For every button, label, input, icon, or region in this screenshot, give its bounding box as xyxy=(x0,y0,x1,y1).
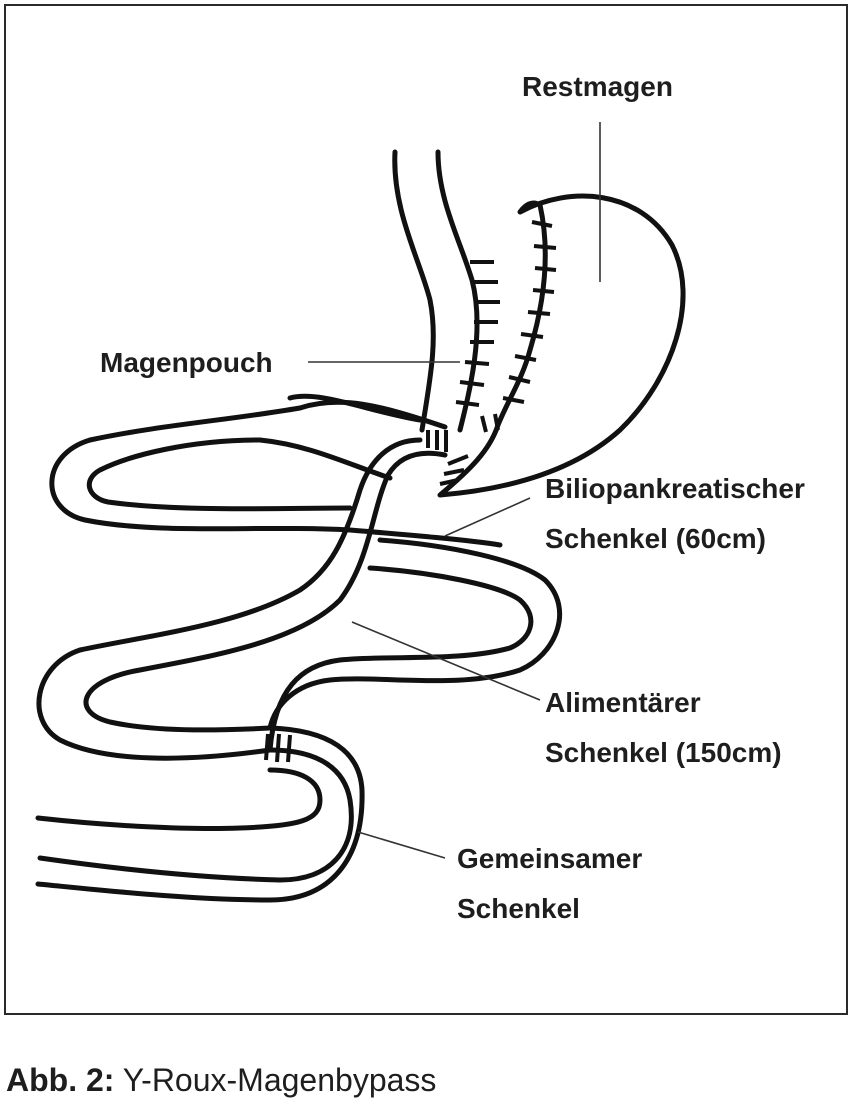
caption-title: Y-Roux-Magenbypass xyxy=(122,1062,437,1098)
biliopancreatic-limb xyxy=(49,393,503,548)
common-limb xyxy=(35,725,365,903)
label-magenpouch: Magenpouch xyxy=(100,347,273,378)
label-gemeinsamer-line2: Schenkel xyxy=(457,893,580,924)
label-biliopankreatischer-line2: Schenkel (60cm) xyxy=(545,523,766,554)
caption-prefix: Abb. 2: xyxy=(6,1062,115,1098)
label-alimentaer-line2: Schenkel (150cm) xyxy=(545,737,782,768)
pouch-staple-line xyxy=(455,260,500,407)
label-alimentaer-line1: Alimentärer xyxy=(545,687,701,718)
jejunojejunal-anastomosis-stitches xyxy=(264,733,292,763)
remnant-staple-line xyxy=(480,220,557,433)
label-biliopankreatischer-line1: Biliopankreatischer xyxy=(545,473,805,504)
leader-alimentaer xyxy=(351,621,541,701)
leader-gemeinsamer xyxy=(357,831,446,859)
leader-biliopankreatischer xyxy=(444,497,531,537)
remnant-stomach xyxy=(437,193,686,498)
roux-en-y-diagram: Restmagen Magenpouch Biliopankreatischer… xyxy=(35,71,805,924)
figure-frame xyxy=(4,4,848,1015)
gastrojejunal-anastomosis-stitches xyxy=(426,430,469,486)
figure-caption: Abb. 2: Y-Roux-Magenbypass xyxy=(6,1062,436,1099)
leader-lines xyxy=(308,122,601,859)
label-restmagen: Restmagen xyxy=(522,71,673,102)
esophagus xyxy=(392,149,480,433)
alimentary-limb xyxy=(36,437,563,761)
label-gemeinsamer-line1: Gemeinsamer xyxy=(457,843,642,874)
